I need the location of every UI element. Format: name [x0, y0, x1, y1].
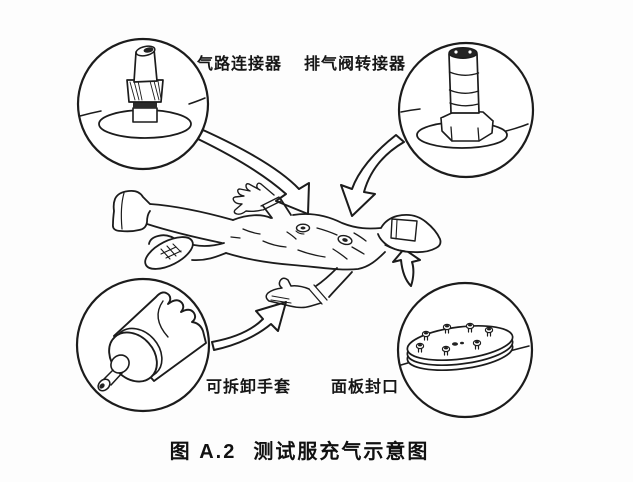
label-exhaust-valve-adapter: 排气阀转接器 [304, 56, 407, 73]
figure-caption-title: 测试服充气示意图 [253, 441, 430, 463]
test-suit-figure [112, 182, 442, 309]
label-air-line-connector: 气路连接器 [197, 56, 283, 73]
figure-caption: 图 A.2 测试服充气示意图 [0, 435, 616, 464]
arrow-air-line-connector [197, 129, 310, 215]
glove-hand [265, 277, 322, 309]
boot-sole [144, 236, 194, 270]
air-line-connector-illustration [76, 37, 210, 171]
hood [377, 213, 442, 254]
figure-caption-number: 图 A.2 [169, 441, 237, 463]
arrow-exhaust-valve-adapter [340, 134, 405, 217]
bare-hand [232, 182, 275, 215]
exhaust-valve-adapter-illustration [397, 41, 535, 179]
label-panel-seal: 面板封口 [331, 379, 400, 396]
boot-left [112, 189, 151, 233]
panel-seal-illustration [396, 281, 534, 419]
label-detachable-glove: 可拆卸手套 [206, 379, 292, 396]
arrow-panel-seal [392, 248, 421, 287]
detachable-glove-illustration [75, 277, 211, 413]
arrow-detachable-glove [211, 301, 287, 351]
